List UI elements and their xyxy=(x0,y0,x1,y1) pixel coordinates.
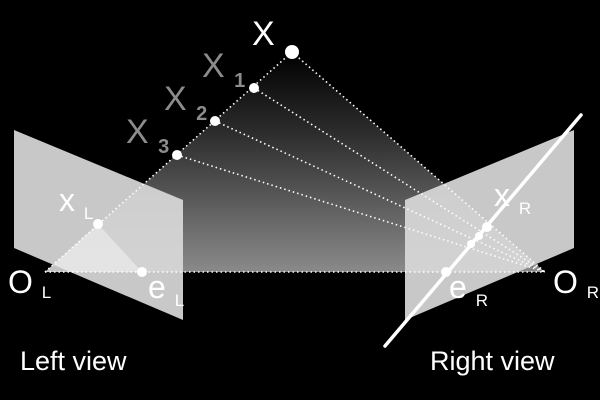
label-X3: X 3 xyxy=(126,113,169,158)
ray-X2-to-OR xyxy=(214,120,546,273)
label-X3-main: X xyxy=(126,113,149,151)
label-eR: e R xyxy=(449,269,488,310)
label-X1: X 1 xyxy=(202,47,245,92)
label-eL-main: e xyxy=(148,269,166,305)
label-X1-sub: 1 xyxy=(234,70,245,92)
label-OL-sub: L xyxy=(42,283,51,302)
epipolar-line xyxy=(383,113,583,348)
point-eR xyxy=(441,267,451,277)
ray-X-to-OR xyxy=(291,51,546,273)
label-eL: e L xyxy=(148,269,184,310)
label-X2-main: X xyxy=(164,80,187,118)
label-X2-sub: 2 xyxy=(196,103,207,125)
label-OR: O R xyxy=(553,264,599,302)
label-OL-main: O xyxy=(8,264,33,300)
label-eR-sub: R xyxy=(476,291,488,310)
label-eR-main: e xyxy=(449,269,467,305)
left-view-caption: Left view xyxy=(20,346,127,376)
point-X xyxy=(285,45,299,59)
point-X1 xyxy=(249,83,259,93)
label-X3-sub: 3 xyxy=(158,136,169,158)
point-X1-proj xyxy=(475,232,483,240)
point-X3 xyxy=(172,150,182,160)
label-xR: x R xyxy=(494,177,531,218)
label-X: X xyxy=(252,15,275,53)
point-X2-proj xyxy=(467,240,475,248)
label-xL-main: x xyxy=(59,182,75,218)
ray-X1-to-OR xyxy=(253,87,546,273)
label-X2: X 2 xyxy=(164,80,207,125)
label-OL: O L xyxy=(8,264,51,302)
left-projection-region xyxy=(45,224,142,272)
label-OR-sub: R xyxy=(587,283,599,302)
label-OR-main: O xyxy=(553,264,578,300)
label-xL: x L xyxy=(59,182,93,223)
point-xL xyxy=(93,219,103,229)
ray-X3-to-OR xyxy=(176,154,546,273)
point-X2 xyxy=(210,116,220,126)
label-xL-sub: L xyxy=(84,204,93,223)
right-view-caption: Right view xyxy=(430,346,555,376)
label-X1-main: X xyxy=(202,47,225,85)
point-xR xyxy=(482,222,492,232)
point-eL xyxy=(137,267,147,277)
label-xR-main: x xyxy=(494,177,510,213)
label-xR-sub: R xyxy=(519,199,531,218)
label-eL-sub: L xyxy=(175,291,184,310)
